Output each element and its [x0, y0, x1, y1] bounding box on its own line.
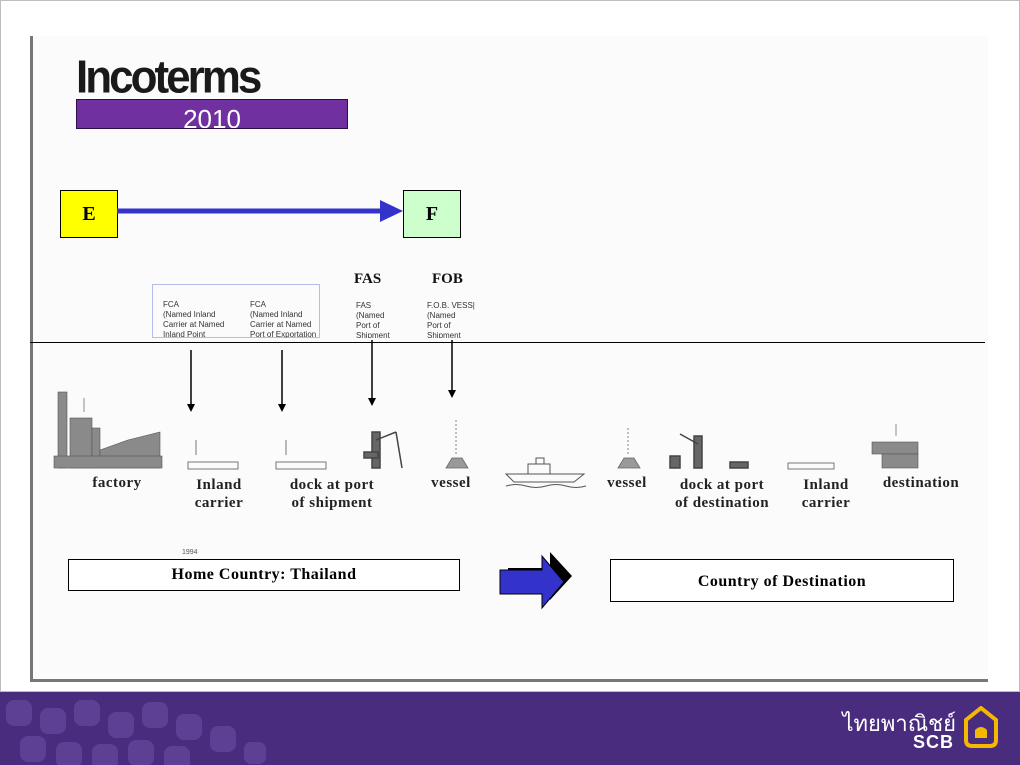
stage-vessel: vessel [431, 475, 471, 491]
footer-pattern-icon [6, 700, 266, 765]
stage-inland-carrier: Inland carrier [194, 477, 244, 511]
fas-note: FAS (Named Port of Shipment [356, 301, 390, 338]
scb-logo-icon [964, 706, 998, 748]
fca-group-frame [152, 284, 320, 338]
logo-word: Incoterms [76, 51, 262, 104]
home-country-box: Home Country: Thailand [68, 559, 460, 591]
stage-factory: factory [92, 475, 142, 491]
stage-destination: destination [882, 475, 960, 491]
footer-band: ไทยพาณิชย์ SCB [0, 692, 1020, 765]
brand-scb: SCB [912, 732, 954, 752]
divider-line [30, 342, 985, 343]
logo-year: 2010 [76, 99, 348, 129]
fca-inland-note: FCA (Named Inland Carrier at Named Inlan… [163, 300, 225, 338]
term-f-box: F [403, 190, 461, 238]
term-e-box: E [60, 190, 118, 238]
fob-note: F.O.B. VESS| (Named Port of Shipment [427, 301, 475, 338]
scan-note: 1994 [182, 549, 198, 556]
incoterms-logo: Incoterms 2010 [76, 51, 348, 129]
fob-header: FOB [432, 271, 463, 287]
stage-vessel-destination: vessel [607, 475, 647, 491]
fca-port-note: FCA (Named Inland Carrier at Named Port … [250, 300, 317, 338]
fas-header: FAS [354, 271, 382, 287]
brand-thai-name: ไทยพาณิชย์ [842, 712, 956, 737]
destination-country-box: Country of Destination [610, 559, 954, 602]
stage-dock-destination: dock at port of destination [674, 477, 770, 511]
stage-dock-shipment: dock at port of shipment [289, 477, 375, 511]
stage-inland-carrier-destination: Inland carrier [801, 477, 851, 511]
